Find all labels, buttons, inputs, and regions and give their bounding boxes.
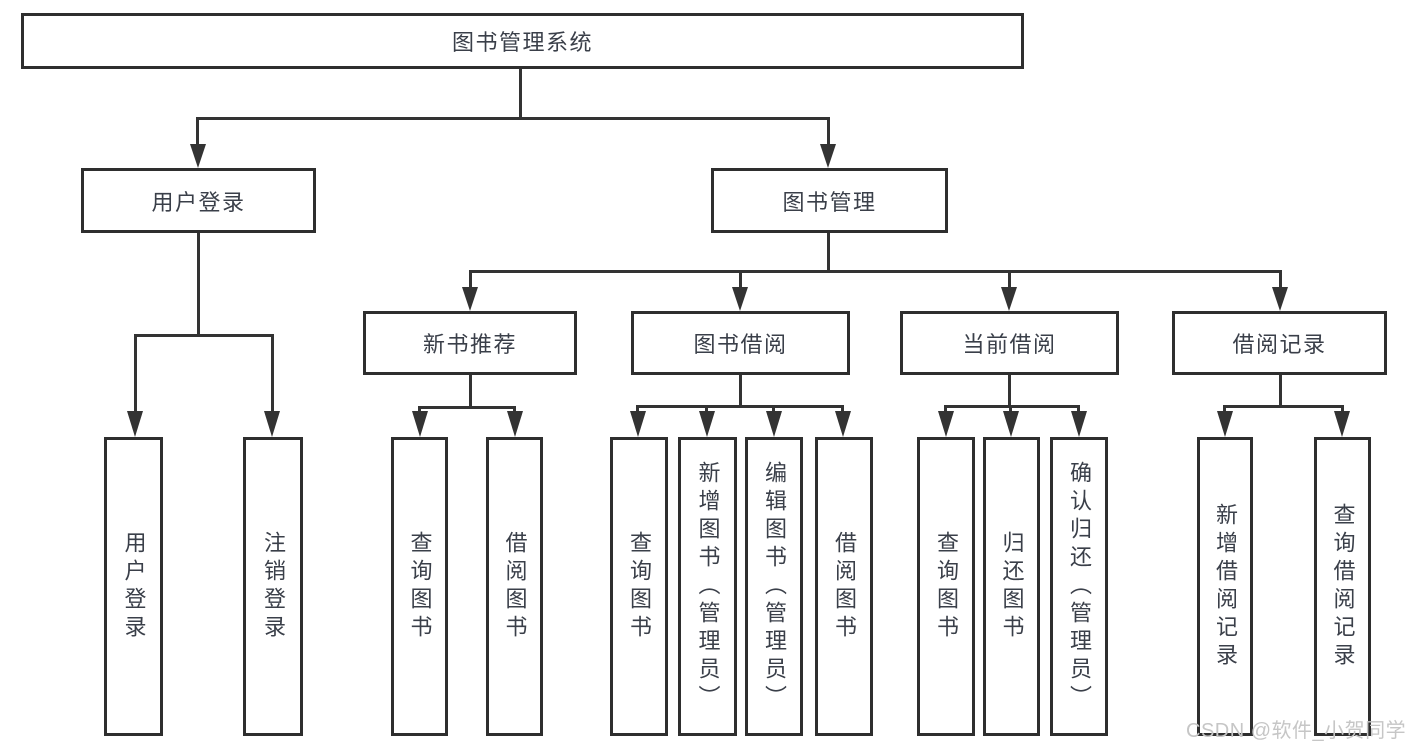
edge-drop-line <box>944 405 947 413</box>
arrowhead-down-icon <box>190 144 206 168</box>
edge-drop-line <box>1223 405 1226 413</box>
edge-drop-line <box>1341 405 1344 413</box>
arrowhead-down-icon <box>699 411 715 437</box>
edge-borrowing-records-split-line <box>1223 405 1344 408</box>
arrowhead-down-icon <box>835 411 851 437</box>
edge-book-borrowing-split-line <box>636 405 844 408</box>
node-borrowing-records: 借阅记录 <box>1172 311 1387 375</box>
leaf-current-return-books: 归还图书 <box>983 437 1040 736</box>
edge-to-leaf-logout-line <box>271 334 274 413</box>
arrowhead-down-icon <box>630 411 646 437</box>
csdn-watermark: CSDN @软件_小贺同学 <box>1186 720 1405 742</box>
edge-to-current-borrowing-line <box>1008 270 1011 290</box>
node-label: 借阅图书 <box>832 530 857 643</box>
arrowhead-down-icon <box>462 287 478 311</box>
arrowhead-down-icon <box>1272 287 1288 311</box>
arrowhead-down-icon <box>938 411 954 437</box>
leaf-borrowing-edit-books-admin: 编辑图书（管理员） <box>745 437 803 736</box>
node-label: 确认归还（管理员） <box>1067 460 1092 713</box>
edge-book-management-split-line <box>469 270 1282 273</box>
arrowhead-down-icon <box>766 411 782 437</box>
node-label: 查询图书 <box>627 530 652 643</box>
edge-user-login-split-line <box>134 334 274 337</box>
edge-root-stem-line <box>519 69 522 119</box>
node-label: 查询图书 <box>407 530 433 643</box>
leaf-current-query-books: 查询图书 <box>917 437 975 736</box>
edge-borrowing-records-stem-line <box>1279 375 1282 407</box>
edge-to-book-borrowing-line <box>739 270 742 290</box>
edge-to-book-management-line <box>827 117 830 147</box>
edge-current-borrowing-stem-line <box>1008 375 1011 407</box>
node-label: 当前借阅 <box>962 332 1057 357</box>
edge-drop-line <box>841 405 844 413</box>
edge-user-login-stem-line <box>197 233 200 336</box>
node-label: 图书管理系统 <box>451 30 593 55</box>
arrowhead-down-icon <box>732 287 748 311</box>
edge-new-book-recommend-stem-line <box>469 375 472 408</box>
edge-drop-line <box>705 405 708 413</box>
arrowhead-down-icon <box>127 411 143 437</box>
leaf-borrowing-borrow-books: 借阅图书 <box>815 437 873 736</box>
node-label: 借阅记录 <box>1232 332 1327 357</box>
edge-book-management-stem-line <box>827 233 830 272</box>
node-current-borrowing: 当前借阅 <box>900 311 1119 375</box>
node-library-management-system: 图书管理系统 <box>21 13 1024 69</box>
edge-drop-line <box>418 406 421 414</box>
leaf-recommend-borrow-books: 借阅图书 <box>486 437 543 736</box>
edge-drop-line <box>772 405 775 413</box>
node-label: 新书推荐 <box>422 332 517 357</box>
leaf-logout: 注销登录 <box>243 437 303 736</box>
node-book-management: 图书管理 <box>711 168 948 233</box>
edge-to-leaf-user-login-line <box>134 334 137 413</box>
arrowhead-down-icon <box>1071 411 1087 437</box>
arrowhead-down-icon <box>1334 411 1350 437</box>
arrowhead-down-icon <box>412 411 428 437</box>
arrowhead-down-icon <box>820 144 836 168</box>
leaf-user-login: 用户登录 <box>104 437 163 736</box>
edge-to-new-book-recommend-line <box>469 270 472 290</box>
arrowhead-down-icon <box>1003 411 1019 437</box>
edge-to-user-login-line <box>196 117 199 147</box>
arrowhead-down-icon <box>1001 287 1017 311</box>
node-label: 用户登录 <box>151 189 246 215</box>
leaf-current-confirm-return-admin: 确认归还（管理员） <box>1050 437 1108 736</box>
leaf-borrowing-query-books: 查询图书 <box>610 437 668 736</box>
edge-drop-line <box>1077 405 1080 413</box>
edge-drop-line <box>513 406 516 414</box>
edge-drop-line <box>636 405 639 413</box>
node-label: 编辑图书（管理员） <box>762 460 787 713</box>
node-label: 新增借阅记录 <box>1213 502 1238 671</box>
node-label: 注销登录 <box>261 530 286 643</box>
node-label: 图书借阅 <box>693 332 788 357</box>
edge-drop-line <box>1009 405 1012 413</box>
node-label: 归还图书 <box>999 530 1025 643</box>
arrowhead-down-icon <box>507 411 523 437</box>
leaf-records-query-record: 查询借阅记录 <box>1314 437 1371 736</box>
edge-book-borrowing-stem-line <box>739 375 742 407</box>
node-user-login: 用户登录 <box>81 168 316 233</box>
leaf-records-add-record: 新增借阅记录 <box>1197 437 1253 736</box>
node-book-borrowing: 图书借阅 <box>631 311 850 375</box>
leaf-recommend-query-books: 查询图书 <box>391 437 448 736</box>
node-new-book-recommend: 新书推荐 <box>363 311 577 375</box>
edge-new-book-recommend-split-line <box>418 406 516 409</box>
arrowhead-down-icon <box>1217 411 1233 437</box>
node-label: 查询图书 <box>934 530 959 643</box>
node-label: 新增图书（管理员） <box>695 460 721 713</box>
node-label: 查询借阅记录 <box>1330 502 1356 671</box>
edge-root-split-line <box>196 117 830 120</box>
arrowhead-down-icon <box>264 411 280 437</box>
node-label: 图书管理 <box>782 189 877 215</box>
node-label: 借阅图书 <box>502 530 528 643</box>
edge-current-borrowing-split-line <box>944 405 1080 408</box>
leaf-borrowing-add-books-admin: 新增图书（管理员） <box>678 437 737 736</box>
node-label: 用户登录 <box>121 530 147 643</box>
edge-to-borrowing-records-line <box>1279 270 1282 290</box>
